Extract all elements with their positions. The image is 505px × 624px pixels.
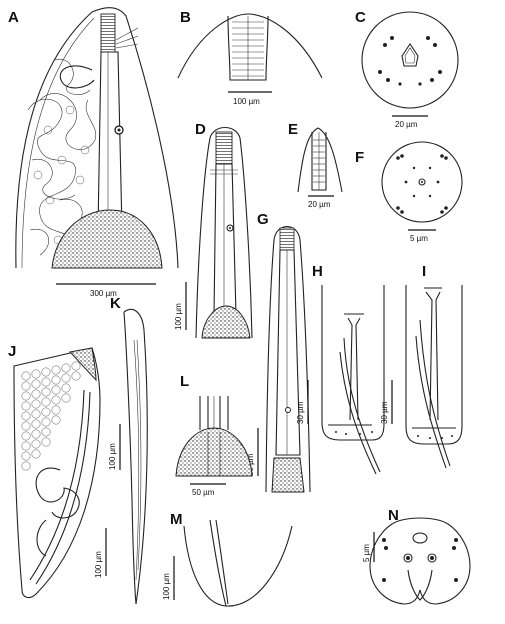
panel-letter: N bbox=[388, 507, 399, 524]
scale-label: 100 µm bbox=[108, 443, 117, 470]
panel-g: G 50 µm bbox=[246, 211, 311, 493]
panel-letter: J bbox=[8, 343, 16, 360]
panel-h: H 30 µm bbox=[296, 263, 385, 475]
panel-letter: K bbox=[110, 295, 121, 312]
panel-c: C 20 µm bbox=[355, 9, 459, 129]
scale-label: 100 µm bbox=[94, 551, 103, 578]
apical-view bbox=[361, 11, 459, 109]
panel-letter: I bbox=[422, 263, 426, 280]
panel-letter: G bbox=[257, 211, 269, 228]
scale-label: 30 µm bbox=[380, 401, 389, 424]
apical-view bbox=[381, 141, 463, 223]
panel-a: A 300 µm bbox=[8, 7, 179, 298]
panel-b: B 100 µm bbox=[177, 9, 323, 106]
panel-letter: B bbox=[180, 9, 191, 26]
panel-j: J 100 µm bbox=[8, 343, 107, 599]
vulva-loop bbox=[59, 65, 95, 89]
panel-d: D 100 µm bbox=[174, 121, 253, 339]
panel-f: F 5 µm bbox=[355, 141, 463, 243]
panel-letter: M bbox=[170, 511, 183, 528]
panel-letter: D bbox=[195, 121, 206, 138]
buccal-striations bbox=[232, 16, 264, 80]
intestine bbox=[51, 209, 163, 269]
muscular-esophagus bbox=[279, 227, 295, 251]
panel-letter: L bbox=[180, 373, 189, 390]
panel-letter: C bbox=[355, 9, 366, 26]
panel-k: K 100 µm bbox=[108, 295, 148, 605]
muscular-esophagus bbox=[100, 13, 116, 53]
panel-i: I 30 µm bbox=[380, 263, 463, 469]
scale-label: 20 µm bbox=[308, 200, 331, 209]
panel-letter: H bbox=[312, 263, 323, 280]
scale-label: 50 µm bbox=[192, 488, 215, 497]
panel-m: M 100 µm bbox=[162, 511, 293, 607]
egg-mass bbox=[21, 361, 81, 471]
scale-label: 100 µm bbox=[174, 303, 183, 330]
panel-letter: A bbox=[8, 9, 19, 26]
scale-label: 300 µm bbox=[90, 289, 117, 298]
panel-l: L 50 µm bbox=[175, 373, 253, 497]
scale-label: 100 µm bbox=[233, 97, 260, 106]
scale-label: 5 µm bbox=[362, 544, 371, 562]
scale-label: 100 µm bbox=[162, 573, 171, 600]
scale-label: 30 µm bbox=[296, 401, 305, 424]
muscular-esophagus bbox=[215, 131, 233, 165]
panel-letter: E bbox=[288, 121, 298, 138]
panel-n: N 5 µm bbox=[362, 507, 471, 605]
scale-label: 20 µm bbox=[395, 120, 418, 129]
buccal-striations bbox=[313, 132, 325, 190]
scale-label: 5 µm bbox=[410, 234, 428, 243]
panel-letter: F bbox=[355, 149, 364, 166]
panel-e: E 20 µm bbox=[288, 121, 343, 209]
